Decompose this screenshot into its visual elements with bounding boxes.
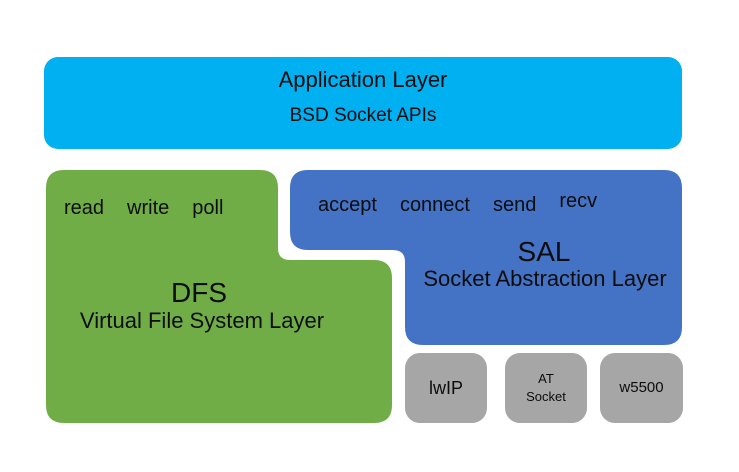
dfs-acronym: DFS xyxy=(171,277,227,308)
backend-lwip-box xyxy=(405,353,487,423)
sal-api-connect: connect xyxy=(399,194,470,216)
sal-api-accept: accept xyxy=(318,194,377,216)
dfs-layer-name: Virtual File System Layer xyxy=(79,308,325,333)
application-layer-box xyxy=(44,57,682,149)
dfs-api-read: read xyxy=(64,197,105,219)
sal-api-list: accept connect send recv xyxy=(318,190,597,217)
application-layer-subtitle: BSD Socket APIs xyxy=(289,105,437,126)
application-layer-title: Application Layer xyxy=(278,67,448,92)
sal-api-send: send xyxy=(493,194,537,216)
sal-acronym: SAL xyxy=(517,236,571,267)
sal-layer-shape xyxy=(290,170,682,345)
sal-layer-name: Socket Abstraction Layer xyxy=(423,266,667,291)
dfs-api-write: write xyxy=(127,197,170,219)
sal-api-recv: recv xyxy=(559,190,598,212)
dfs-api-list: read write poll xyxy=(64,196,223,220)
dfs-api-poll: poll xyxy=(192,197,224,219)
dfs-layer-shape xyxy=(46,170,392,423)
backend-lwip-label: lwIP xyxy=(428,377,463,398)
backend-at-socket-label: AT Socket xyxy=(526,371,566,404)
backend-w5500-box xyxy=(600,353,683,423)
backend-at-socket-box xyxy=(505,353,587,423)
backend-w5500-label: w5500 xyxy=(619,378,664,396)
